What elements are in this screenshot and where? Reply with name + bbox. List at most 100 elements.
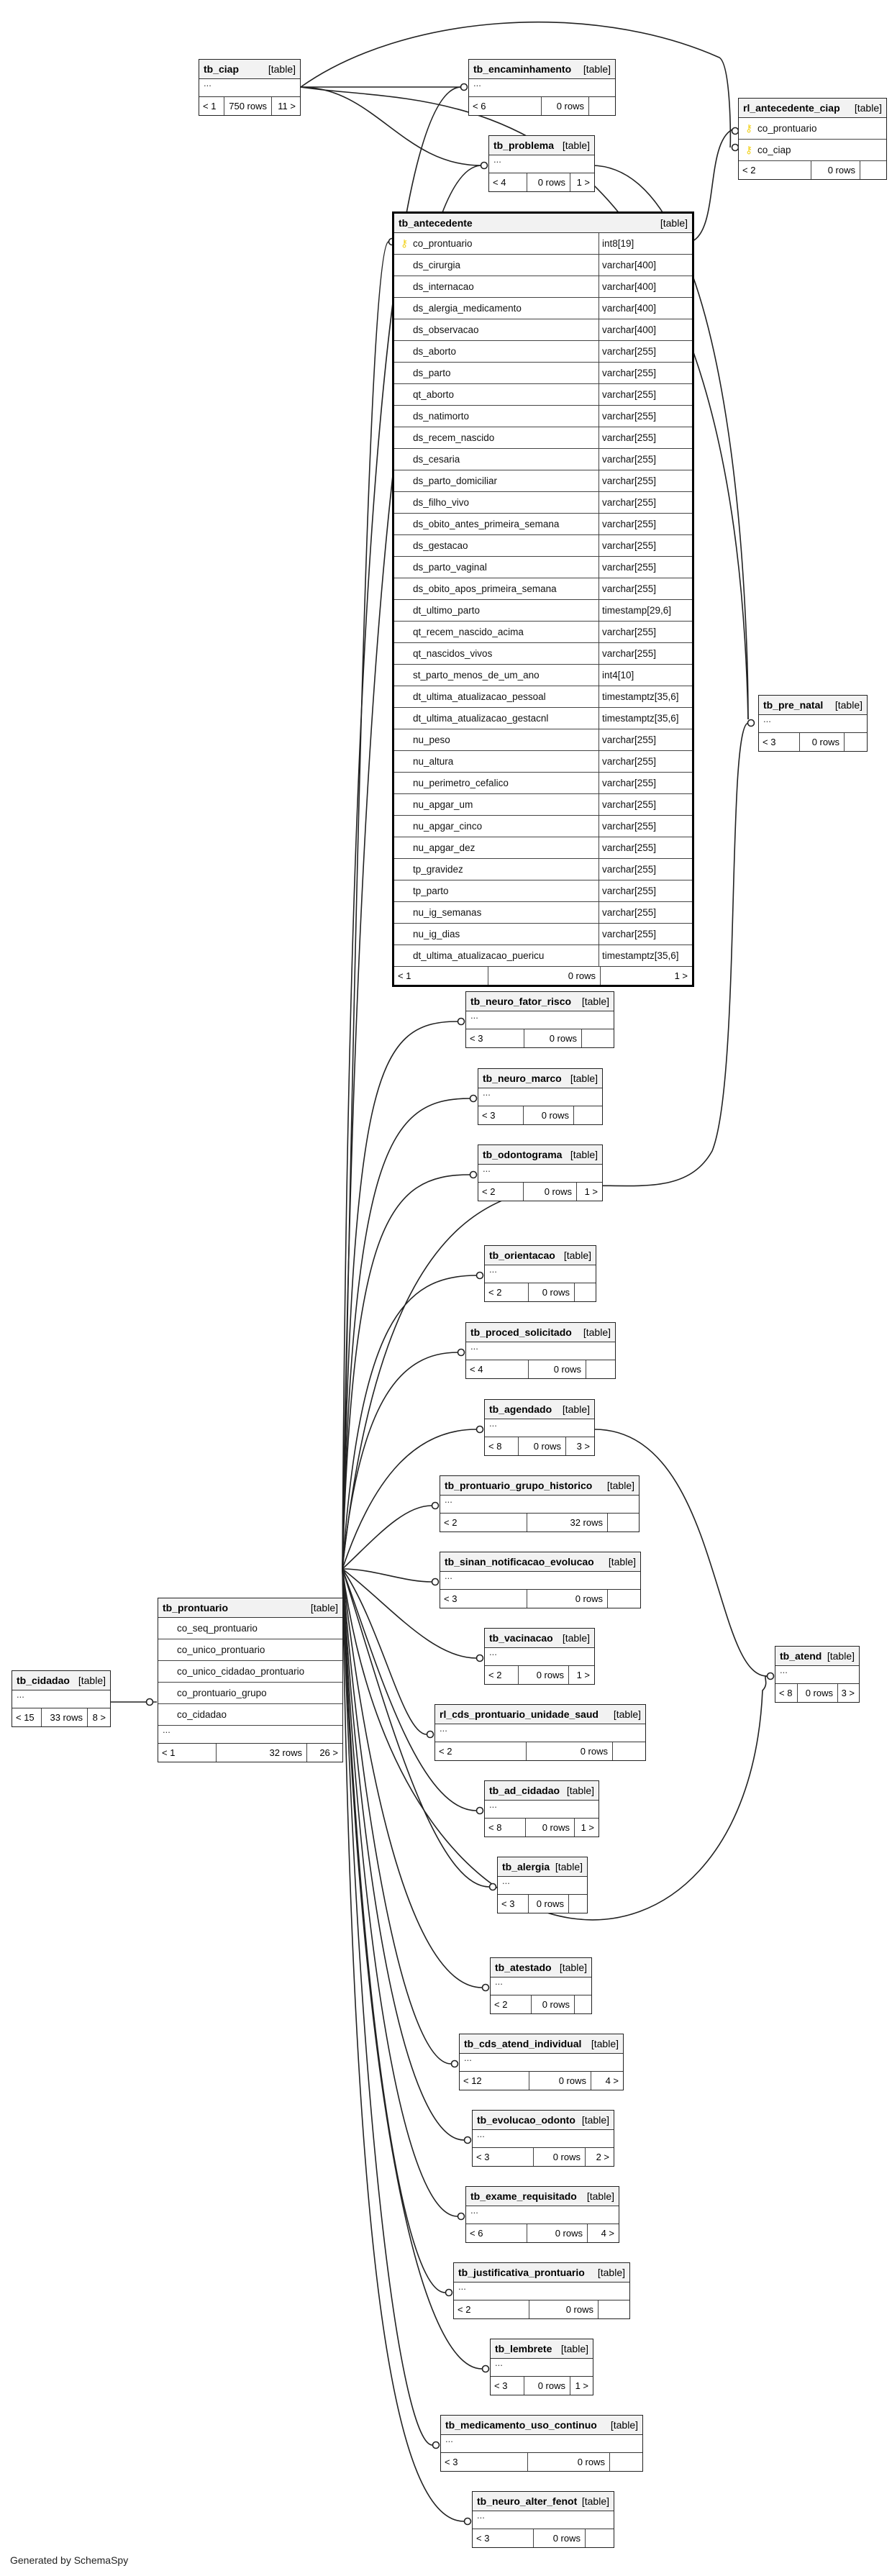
table-header: tb_cds_atend_individual[table] [460,2034,623,2054]
parents-count: < 2 [444,1517,458,1528]
edge-prontuario-atestado [342,1568,483,1988]
column-type: varchar[255] [599,406,656,427]
row-count: 0 rows [533,2529,585,2547]
row-count: 750 rows [224,97,271,115]
children-count: 1 > [574,1819,599,1837]
children-count [581,1029,614,1047]
table-header: tb_prontuario[table] [158,1598,342,1618]
row-count: 0 rows [524,1029,581,1047]
table-header: tb_sinan_notificacao_evolucao[table] [440,1552,640,1572]
parents-count: < 3 [476,2533,490,2544]
table-tb-justificativa-prontuario[interactable]: tb_justificativa_prontuario[table] ... <… [453,2262,630,2319]
children-count: 1 > [576,1183,602,1201]
children-count [586,1360,615,1378]
table-type: [table] [586,2190,614,2202]
table-name: tb_neuro_alter_fenot [477,2495,578,2507]
column-name: ds_natimorto [413,411,470,422]
table-type: [table] [555,1861,583,1872]
children-count [573,1106,602,1124]
parents-count: < 2 [488,1287,502,1298]
row-count: 0 rows [523,1183,576,1201]
column-type: varchar[255] [599,514,656,534]
table-tb-prontuario-grupo-historico[interactable]: tb_prontuario_grupo_historico[table] ...… [440,1475,640,1532]
column-type: varchar[255] [599,470,656,491]
column-name: dt_ultimo_parto [413,605,481,616]
children-count [844,733,867,751]
column-type: timestamptz[35,6] [599,708,679,729]
parents-count: < 2 [494,1999,508,2010]
table-tb-sinan-notificacao-evolucao[interactable]: tb_sinan_notificacao_evolucao[table] ...… [440,1552,641,1608]
parents-count: < 6 [470,2228,483,2239]
more-columns: ... [473,2129,614,2148]
column-type: int8[19] [599,233,634,254]
column-type: varchar[255] [599,643,656,664]
parents-count: < 3 [494,2380,508,2391]
column-type: varchar[255] [599,557,656,578]
table-name: tb_ad_cidadao [489,1785,560,1796]
table-header: tb_medicamento_uso_continuo[table] [441,2416,642,2435]
table-rl-cds-prontuario-unidade-saud[interactable]: rl_cds_prontuario_unidade_saud[table] ..… [434,1704,646,1761]
column-row: co_unico_prontuario [158,1639,342,1661]
table-tb-prontuario[interactable]: tb_prontuario[table] co_seq_prontuario c… [158,1598,343,1762]
column-name: nu_apgar_dez [413,842,475,853]
column-name: st_parto_menos_de_um_ano [413,670,540,681]
table-type: [table] [610,2419,638,2431]
column-type: varchar[255] [599,363,656,383]
more-columns: ... [435,1724,645,1742]
table-name: tb_prontuario_grupo_historico [445,1480,593,1491]
generated-by-footer: Generated by SchemaSpy [10,2554,129,2566]
table-header: tb_agendado[table] [485,1400,594,1419]
table-type: [table] [562,140,590,151]
row-count: 0 rows [527,2453,609,2471]
column-row: ⚷co_ciap [739,140,886,161]
table-name: tb_neuro_marco [483,1073,562,1084]
column-row: co_cidadao [158,1704,342,1726]
edge-prontuario-rl-cds [342,1568,427,1735]
parents-count: < 3 [445,2457,458,2467]
table-rl-antecedente-ciap[interactable]: rl_antecedente_ciap[table] ⚷co_prontuari… [738,98,887,180]
more-columns: ... [466,1011,614,1029]
column-type: varchar[255] [599,924,656,945]
more-columns: ... [460,2053,623,2072]
parents-count: < 8 [488,1441,502,1452]
table-header: tb_cidadao[table] [12,1671,110,1690]
table-tb-medicamento-uso-continuo[interactable]: tb_medicamento_uso_continuo[table] ... <… [440,2415,643,2472]
more-columns: ... [485,1265,596,1283]
column-name: ds_cirurgia [413,260,461,270]
